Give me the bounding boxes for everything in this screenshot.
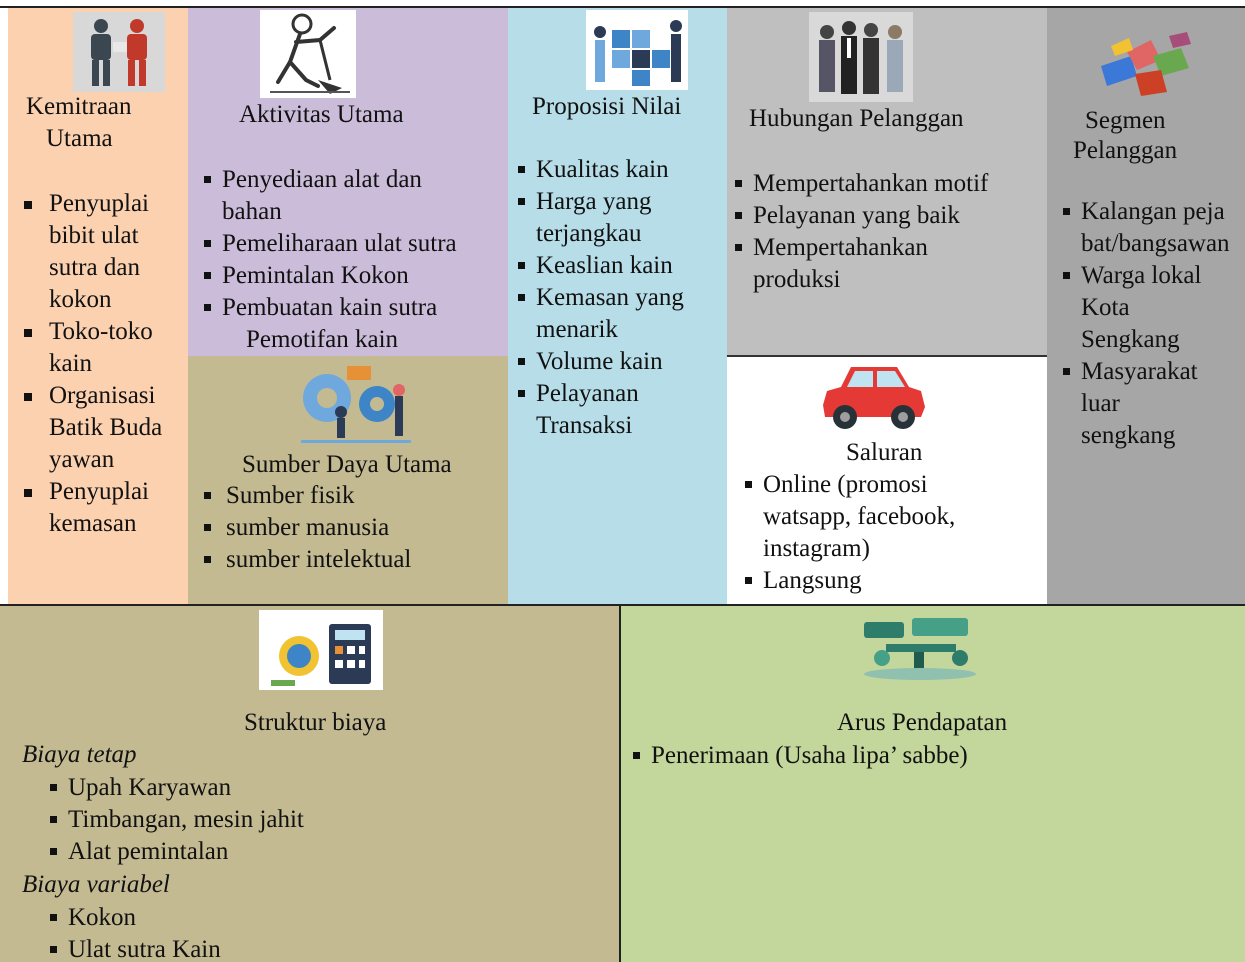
list-item: Penyuplai bibit ulat sutra dan kokon xyxy=(22,188,182,316)
variable-cost-list: Kokon Ulat sutra Kain xyxy=(50,902,550,962)
list-item: Pembuatan kain sutra xyxy=(204,292,504,324)
key-activities-list: Penyediaan alat dan bahan Pemeliharaan u… xyxy=(204,164,504,356)
list-item: Volume kain xyxy=(518,346,723,378)
key-partners-list: Penyuplai bibit ulat sutra dan kokon Tok… xyxy=(22,188,182,540)
calculator-coins-icon xyxy=(259,610,383,690)
value-proposition-title: Proposisi Nilai xyxy=(532,93,682,120)
top-border xyxy=(0,6,1245,8)
list-item: Penyuplai kemasan xyxy=(22,476,182,540)
list-item: Online (promosi watsapp, facebook, insta… xyxy=(745,469,993,565)
key-activities-title: Aktivitas Utama xyxy=(239,101,404,128)
value-blocks-icon xyxy=(586,10,688,90)
list-item: Masyarakat luar sengkang xyxy=(1063,356,1211,452)
customer-segments-title-2: Pelanggan xyxy=(1073,137,1178,164)
cost-structure-cell: Struktur biaya Biaya tetap Upah Karyawan… xyxy=(0,606,619,962)
list-item: Pelayanan yang baik xyxy=(735,200,1045,232)
customer-segments-title-1: Segmen xyxy=(1085,107,1166,134)
list-item: Pelayanan Transaksi xyxy=(518,378,656,442)
list-item: Kualitas kain xyxy=(518,154,723,186)
list-item: Pemeliharaan ulat sutra xyxy=(204,228,504,260)
list-item: Alat pemintalan xyxy=(50,836,550,868)
list-item: Mempertahankan motif xyxy=(735,168,1045,200)
customer-relationships-title: Hubungan Pelanggan xyxy=(749,105,964,132)
value-proposition-list: Kualitas kain Harga yang terjangkau Keas… xyxy=(518,154,723,442)
list-item: Kemasan yang menarik xyxy=(518,282,716,346)
revenue-desk-icon xyxy=(864,618,976,680)
list-item: Penyediaan alat dan bahan xyxy=(204,164,452,228)
revenue-streams-cell: Arus Pendapatan Penerimaan (Usaha lipa’ … xyxy=(621,606,1245,962)
customer-relationships-cell: Hubungan Pelanggan Mempertahankan motif … xyxy=(727,8,1047,355)
fixed-cost-label: Biaya tetap xyxy=(22,741,137,768)
list-item: Toko-toko kain xyxy=(22,316,182,380)
list-item: Upah Karyawan xyxy=(50,772,550,804)
variable-cost-label: Biaya variabel xyxy=(22,871,170,898)
list-item: sumber manusia xyxy=(204,512,504,544)
red-car-icon xyxy=(817,357,929,435)
list-item: Harga yang terjangkau xyxy=(518,186,686,250)
key-partners-title-1: Kemitraan xyxy=(26,93,132,120)
list-item: Kokon xyxy=(50,902,550,934)
channels-cell: Saluran Online (promosi watsapp, faceboo… xyxy=(727,357,1047,604)
list-item: Mempertahankan produksi xyxy=(735,232,963,296)
channels-title: Saluran xyxy=(846,439,923,466)
cost-structure-title: Struktur biaya xyxy=(244,709,387,736)
list-item: sumber intelektual xyxy=(204,544,504,576)
key-resources-list: Sumber fisik sumber manusia sumber intel… xyxy=(204,480,504,576)
resources-gears-icon xyxy=(301,366,411,443)
channels-divider xyxy=(727,355,1047,357)
customer-segments-cell: Segmen Pelanggan Kalangan pejabat/bangsa… xyxy=(1047,8,1245,604)
list-item: Ulat sutra Kain xyxy=(50,934,550,962)
key-partners-title-2: Utama xyxy=(46,125,113,152)
list-item: Timbangan, mesin jahit xyxy=(50,804,550,836)
customers-group-icon xyxy=(809,12,913,102)
list-item: Pemintalan Kokon xyxy=(204,260,504,292)
list-item: Warga lokal Kota Sengkang xyxy=(1063,260,1231,356)
fixed-cost-list: Upah Karyawan Timbangan, mesin jahit Ala… xyxy=(50,772,550,868)
key-activities-cell: Aktivitas Utama Penyediaan alat dan baha… xyxy=(188,8,508,356)
revenue-streams-list: Penerimaan (Usaha lipa’ sabbe) xyxy=(633,740,1233,772)
worker-digging-icon xyxy=(260,10,356,98)
list-item: Penerimaan (Usaha lipa’ sabbe) xyxy=(633,740,1233,772)
key-resources-cell: Sumber Daya Utama Sumber fisik sumber ma… xyxy=(188,356,508,604)
list-item: Kalangan pejabat/bangsawan xyxy=(1063,196,1231,260)
value-proposition-cell: Proposisi Nilai Kualitas kain Harga yang… xyxy=(508,8,727,604)
bottom-divider xyxy=(619,604,621,962)
customer-segments-list: Kalangan pejabat/bangsawan Warga lokal K… xyxy=(1063,196,1233,452)
middle-border xyxy=(0,604,1245,606)
customer-relationships-list: Mempertahankan motif Pelayanan yang baik… xyxy=(735,168,1045,296)
list-item: Organisasi Batik Budayawan xyxy=(22,380,171,476)
key-partners-cell: Kemitraan Utama Penyuplai bibit ulat sut… xyxy=(8,8,188,604)
partners-people-icon xyxy=(73,12,165,92)
list-item: Keaslian kain xyxy=(518,250,723,282)
list-item: Langsung xyxy=(745,565,1025,597)
list-item: Sumber fisik xyxy=(204,480,504,512)
key-resources-title: Sumber Daya Utama xyxy=(242,451,452,478)
segments-pieces-icon xyxy=(1101,32,1191,96)
channels-list: Online (promosi watsapp, facebook, insta… xyxy=(745,469,1025,597)
list-item: Pemotifan kain xyxy=(246,326,399,353)
revenue-streams-title: Arus Pendapatan xyxy=(837,709,1008,736)
